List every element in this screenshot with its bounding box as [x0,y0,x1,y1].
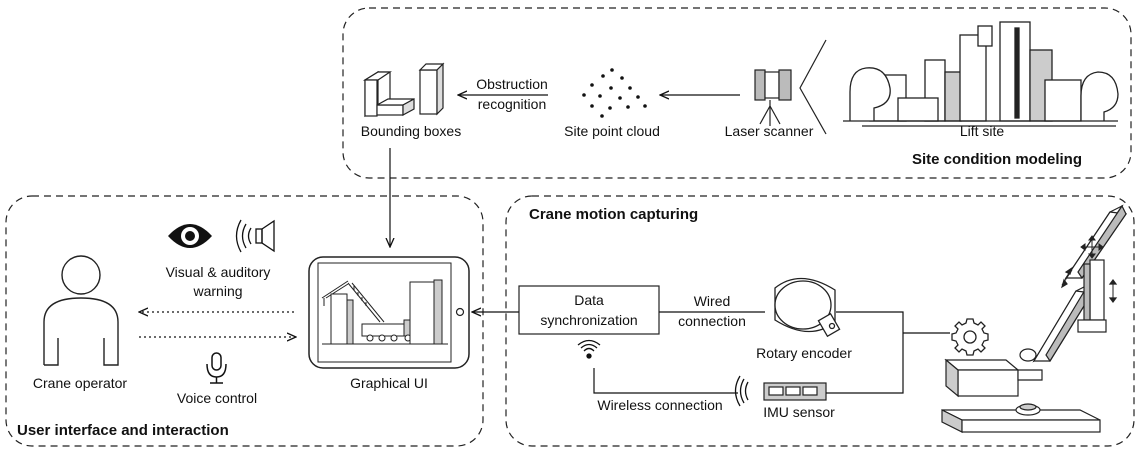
graphical-ui-label: Graphical UI [350,375,428,391]
wired-label-line2: connection [678,313,746,329]
user-interface-region [5,195,484,447]
data-sync-box [518,285,660,335]
wireless-connection-label: Wireless connection [597,397,723,413]
obstruction-label-line1: Obstruction [476,76,548,92]
eye-icon [168,224,212,248]
crane-base-icon [941,358,1101,433]
crane-operator-label: Crane operator [32,375,128,391]
laser-scanner-icon [754,39,827,135]
crane-boom-icon [1019,204,1128,363]
wireless-connection-line [593,368,738,394]
obstruction-label-line2: recognition [477,96,547,112]
crane-motion-region [505,195,1135,447]
microphone-icon [206,352,227,384]
bounding-boxes-icon [362,62,445,118]
wired-label-line1: Wired [693,293,731,309]
site-modeling-title: Site condition modeling [912,151,1082,168]
site-point-cloud-label: Site point cloud [564,123,660,139]
city-skyline-icon [843,21,1119,127]
tablet-icon [308,256,470,369]
encoder-to-crane-line [826,311,904,394]
site-point-cloud-icon [582,68,647,118]
rotary-encoder-label: Rotary encoder [756,345,852,361]
speaker-icon [235,219,275,253]
imu-sensor-icon [763,382,827,401]
person-icon [43,255,119,366]
user-interface-title: User interface and interaction [17,422,229,439]
gear-icon [951,318,989,356]
wireless-icon [577,339,601,359]
visual-warning-label-line2: warning [193,283,243,299]
site-modeling-region [342,7,1132,179]
data-sync-label-line2: synchronization [540,312,638,328]
rotary-encoder-icon [774,277,841,338]
data-sync-label-line1: Data [574,292,604,308]
visual-warning-label-line1: Visual & auditory [165,264,271,280]
laser-scanner-label: Laser scanner [724,123,814,139]
bounding-boxes-label: Bounding boxes [360,123,462,139]
imu-sensor-label: IMU sensor [763,404,835,420]
crane-motion-title: Crane motion capturing [529,206,699,223]
imu-wireless-icon [734,375,749,407]
lift-site-label: Lift site [959,123,1005,139]
voice-control-label: Voice control [176,390,258,406]
